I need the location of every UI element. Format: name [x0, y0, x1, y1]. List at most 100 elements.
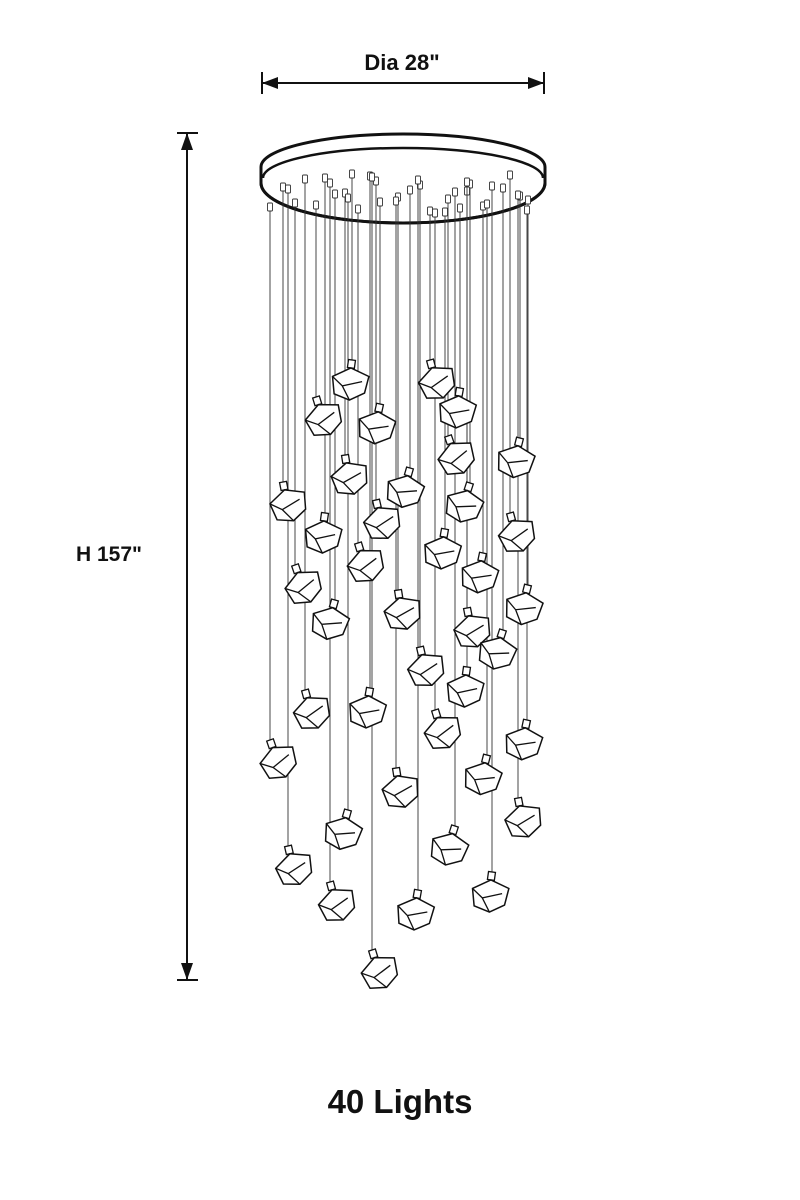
crystal-cube-facets [424, 724, 454, 748]
wire-socket-icon [464, 177, 470, 187]
arrow-left-icon [262, 77, 278, 89]
crystal-cube-pendant [360, 948, 399, 990]
diameter-dimension-line [261, 72, 545, 94]
crystal-cube-outline [274, 853, 313, 886]
crystal-cube-pendant [330, 453, 368, 495]
pendant-cap-icon [393, 588, 404, 600]
crystal-pendants [259, 358, 544, 990]
crystal-cube-outline [504, 805, 542, 838]
lights-count-caption: 40 Lights [327, 1083, 473, 1120]
pendant-cap-icon [341, 808, 353, 820]
crystal-cube-pendant [304, 395, 343, 437]
pendant-cap-icon [328, 598, 340, 610]
crystal-cube-outline [292, 696, 331, 729]
wire-socket-icon [349, 169, 355, 179]
crystal-cube-pendant [259, 738, 297, 780]
wire-socket-icon [445, 194, 451, 204]
crystal-cube-facets [332, 375, 363, 401]
crystal-cube-pendant [497, 436, 536, 479]
crystal-cube-pendant [464, 753, 503, 796]
wire-socket-icon [322, 173, 328, 183]
pendant-cap-icon [461, 665, 472, 677]
height-dimension-line [177, 132, 198, 981]
crystal-cube-pendant [446, 665, 485, 708]
wire-socket-icon [457, 203, 463, 213]
crystal-cube-pendant [423, 708, 462, 750]
crystal-cube-facets [447, 495, 477, 523]
crystal-cube-facets [363, 516, 394, 539]
crystal-cube-pendant [478, 628, 518, 670]
wire-socket-icon [345, 193, 351, 203]
crystal-cube-facets [284, 579, 315, 603]
wire-socket-icon [332, 189, 338, 199]
wire-socket-icon [432, 208, 438, 218]
crystal-cube-pendant [284, 563, 322, 605]
crystal-cube-facets [418, 375, 449, 399]
pendant-cap-icon [346, 358, 357, 370]
wire-socket-icon [452, 187, 458, 197]
crystal-cube-facets [437, 450, 468, 474]
crystal-cube-pendant [317, 880, 356, 921]
crystal-cube-facets [349, 703, 380, 729]
pendant-cap-icon [371, 498, 382, 510]
crystal-cube-facets [361, 964, 391, 988]
wire-socket-icon [442, 207, 448, 217]
pendant-cap-icon [496, 628, 508, 640]
crystal-cube-facets [498, 528, 529, 552]
pendant-cap-icon [439, 527, 450, 539]
crystal-cube-facets [259, 754, 290, 778]
pendant-cap-icon [513, 436, 525, 448]
crystal-cube-pendant [437, 434, 475, 476]
crystal-cube-pendant [349, 686, 388, 729]
wire-socket-icon [313, 200, 319, 210]
wire-socket-icon [525, 195, 531, 205]
crystal-cube-pendant [331, 358, 370, 401]
pendant-cap-icon [278, 480, 289, 492]
crystal-cube-facets [305, 528, 336, 554]
crystal-cube-pendant [358, 402, 397, 445]
crystal-cube-pendant [386, 466, 426, 509]
crystal-cube-facets [498, 451, 528, 478]
crystal-cube-pendant [269, 480, 307, 522]
crystal-cube-facets [407, 663, 438, 686]
crystal-cube-facets [472, 887, 503, 913]
crystal-cube-facets [432, 838, 462, 866]
crystal-cube-facets [504, 814, 535, 838]
crystal-cube-outline [381, 775, 419, 808]
crystal-cube-facets [506, 598, 536, 625]
crystal-cube-pendant [362, 498, 401, 540]
crystal-cube-pendant [445, 481, 485, 523]
wire-socket-icon [285, 184, 291, 194]
crystal-cube-outline [453, 615, 491, 648]
crystal-cube-pendant [383, 588, 421, 630]
wire-socket-icon [280, 182, 286, 192]
crystal-cube-facets [293, 705, 324, 729]
crystal-cube-pendant [471, 870, 510, 913]
pendant-cap-icon [391, 766, 402, 778]
pendant-cap-icon [374, 402, 385, 414]
wire-socket-icon [484, 199, 490, 209]
crystal-cube-outline [406, 654, 445, 687]
pendant-cap-icon [480, 753, 492, 765]
pendant-cap-icon [412, 888, 423, 900]
wire-socket-icon [489, 181, 495, 191]
pendant-cap-icon [364, 686, 375, 698]
crystal-cube-pendant [381, 766, 419, 808]
wire-socket-icon [292, 198, 298, 208]
pendant-cap-icon [283, 844, 294, 856]
crystal-cube-pendant [430, 824, 470, 866]
crystal-cube-pendant [505, 583, 544, 626]
crystal-cube-facets [318, 897, 349, 921]
crystal-cube-pendant [453, 606, 491, 648]
pendant-cap-icon [521, 718, 532, 730]
pendant-cap-icon [454, 386, 465, 398]
wire-socket-icon [500, 183, 506, 193]
crystal-cube-facets [305, 411, 335, 435]
crystal-cube-pendant [417, 358, 456, 399]
crystal-cube-outline [330, 462, 368, 495]
diameter-label: Dia 28" [364, 50, 440, 75]
crystal-cube-pendant [497, 511, 536, 552]
pendant-cap-icon [415, 645, 426, 657]
crystal-cube-facets [453, 624, 484, 648]
